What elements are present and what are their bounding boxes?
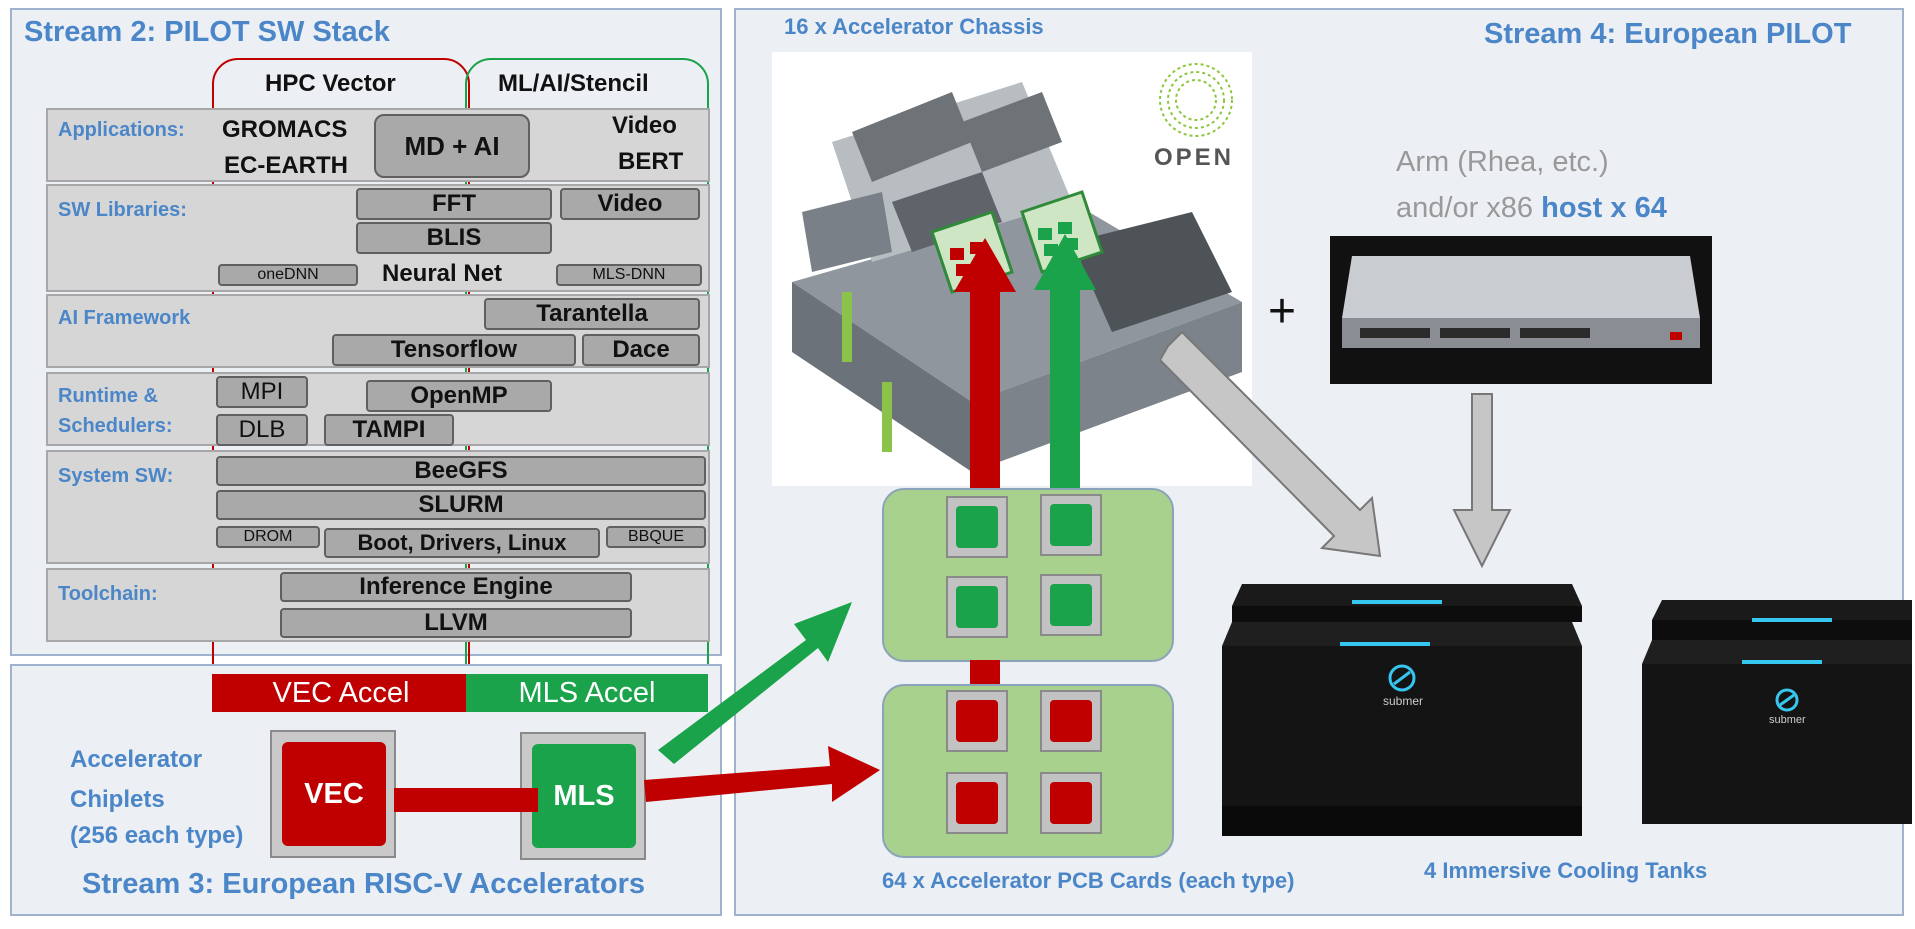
tc-llvm: LLVM xyxy=(280,608,632,638)
fw-dace: Dace xyxy=(582,334,700,366)
fw-tarantella: Tarantella xyxy=(484,298,700,330)
sw-libraries-label: SW Libraries: xyxy=(58,199,187,221)
app-bert: BERT xyxy=(618,148,684,175)
applications-label: Applications: xyxy=(58,119,185,141)
tank-logo-text-2: submer xyxy=(1769,714,1806,726)
lib-mls-dnn: MLS-DNN xyxy=(556,264,702,286)
rt-mpi: MPI xyxy=(216,376,308,408)
cooling-tank-2 xyxy=(1642,600,1912,824)
vec-accel-tag: VEC Accel xyxy=(212,674,470,712)
lib-onednn: oneDNN xyxy=(218,264,358,286)
tanks-label: 4 Immersive Cooling Tanks xyxy=(1424,858,1708,883)
col-ml-ai-stencil: ML/AI/Stencil xyxy=(498,70,649,97)
grey-arrows xyxy=(1160,330,1512,569)
red-up-arrow-head xyxy=(954,238,1016,292)
vec-chiplet: VEC xyxy=(282,742,386,846)
app-ec-earth: EC-EARTH xyxy=(224,152,348,179)
red-tile-2 xyxy=(1040,690,1102,752)
cooling-tanks xyxy=(1222,584,1912,836)
tc-inference-engine: Inference Engine xyxy=(280,572,632,602)
rt-openmp: OpenMP xyxy=(366,380,552,412)
rt-dlb: DLB xyxy=(216,414,308,446)
pcb-label: 64 x Accelerator PCB Cards (each type) xyxy=(882,868,1295,893)
red-tile-3 xyxy=(946,772,1008,834)
app-video: Video xyxy=(612,112,677,139)
fw-tensorflow: Tensorflow xyxy=(332,334,576,366)
green-tile-4 xyxy=(1040,574,1102,636)
sys-slurm: SLURM xyxy=(216,490,706,520)
red-tile-1 xyxy=(946,690,1008,752)
lib-fft: FFT xyxy=(356,188,552,220)
mls-to-red-card-arrow xyxy=(644,746,880,802)
chiplets-label-3: (256 each type) xyxy=(70,822,244,849)
chassis-to-tank-arrow xyxy=(1160,330,1382,558)
host-server-image xyxy=(1330,236,1712,384)
host-label-1: Arm (Rhea, etc.) xyxy=(1396,146,1609,178)
submer-logo-2-icon xyxy=(1775,688,1799,712)
ai-framework-label: AI Framework xyxy=(58,307,191,329)
cooling-tank-1 xyxy=(1222,584,1582,836)
stream2-title: Stream 2: PILOT SW Stack xyxy=(24,16,390,48)
chiplets-label-2: Chiplets xyxy=(70,786,165,813)
up-arrows xyxy=(954,234,1096,490)
sys-beegfs: BeeGFS xyxy=(216,456,706,486)
mls-chiplet: MLS xyxy=(532,744,636,848)
chiplets-label-1: Accelerator xyxy=(70,746,203,773)
plus-sign: + xyxy=(1268,285,1297,338)
lib-video: Video xyxy=(560,188,700,220)
chassis-label: 16 x Accelerator Chassis xyxy=(784,14,1044,39)
sys-bbque: BBQUE xyxy=(606,526,706,548)
host-label-2: and/or x86 host x 64 xyxy=(1396,192,1667,225)
red-up-arrow-shaft xyxy=(970,290,1000,490)
lib-blis: BLIS xyxy=(356,222,552,254)
sys-drom: DROM xyxy=(216,526,320,548)
server-drawing xyxy=(1342,256,1700,348)
host-to-tank-arrow xyxy=(1452,393,1512,569)
stream4-title: Stream 4: European PILOT xyxy=(1484,18,1852,50)
green-tile-3 xyxy=(946,576,1008,638)
green-tile-1 xyxy=(946,496,1008,558)
host-label-2a: and/or x86 xyxy=(1396,192,1542,224)
lib-neural-net: Neural Net xyxy=(382,260,503,287)
mls-to-green-card-arrow xyxy=(658,602,852,764)
chip-arrows xyxy=(394,602,880,812)
red-tile-4 xyxy=(1040,772,1102,834)
mls-accel-tag: MLS Accel xyxy=(466,674,708,712)
host-count: host x 64 xyxy=(1541,192,1667,224)
tank-logo-text-1: submer xyxy=(1383,694,1424,708)
green-up-arrow-shaft xyxy=(1050,288,1080,490)
rt-tampi: TAMPI xyxy=(324,414,454,446)
stream3-title: Stream 3: European RISC-V Accelerators xyxy=(82,868,646,900)
red-card-connector xyxy=(970,660,1000,686)
open-compute-ring-icon xyxy=(1159,63,1233,137)
system-sw-label: System SW: xyxy=(58,465,174,487)
red-pcb-card xyxy=(882,684,1174,858)
open-compute-logo: OPEN xyxy=(1148,56,1244,176)
vec-mls-link xyxy=(394,788,538,812)
toolchain-label: Toolchain: xyxy=(58,583,158,605)
submer-logo-1-icon xyxy=(1388,664,1416,692)
sys-boot-drivers-linux: Boot, Drivers, Linux xyxy=(324,528,600,558)
runtime-label-2: Schedulers: xyxy=(58,415,173,437)
col-hpc-vector: HPC Vector xyxy=(265,70,396,97)
green-tile-2 xyxy=(1040,494,1102,556)
runtime-label-1: Runtime & xyxy=(58,385,158,407)
green-up-arrow-head xyxy=(1034,234,1096,290)
green-pcb-card xyxy=(882,488,1174,662)
app-md-ai: MD + AI xyxy=(374,114,530,178)
app-gromacs: GROMACS xyxy=(222,116,348,143)
open-logo-text: OPEN xyxy=(1154,144,1235,171)
